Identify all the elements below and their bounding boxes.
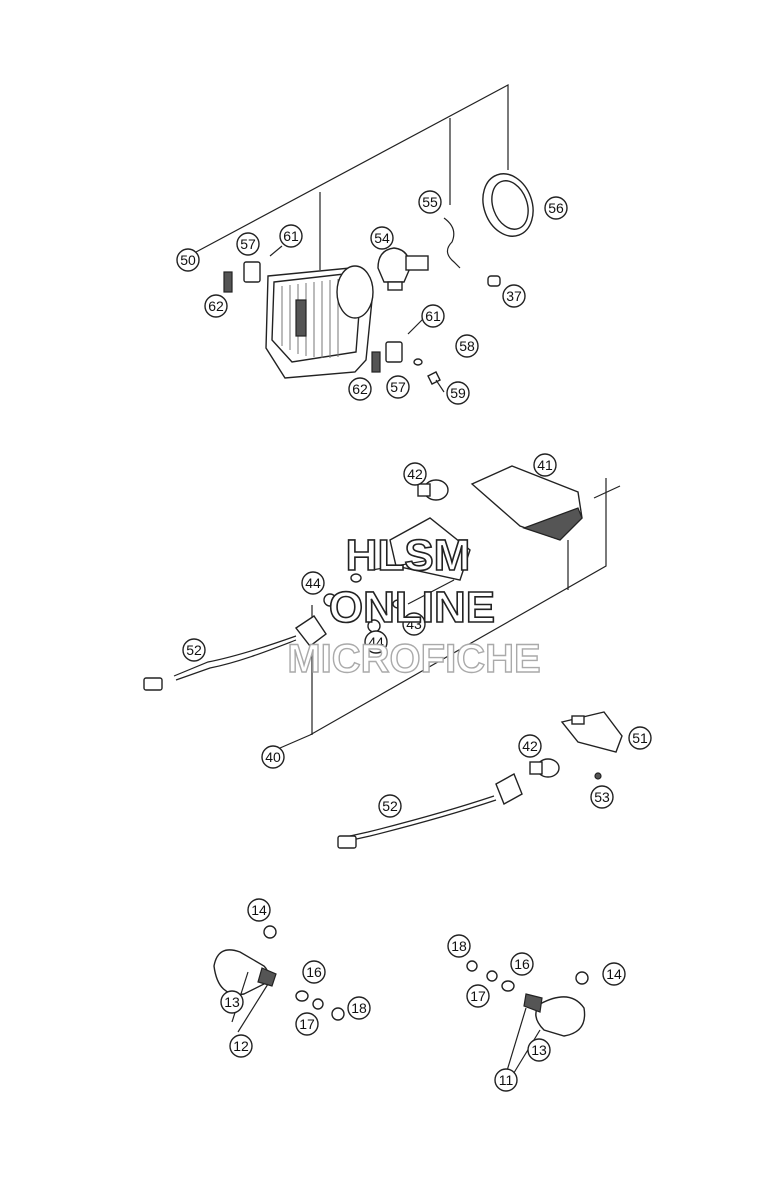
callout-18: 18 xyxy=(347,996,371,1020)
callout-14: 14 xyxy=(247,898,271,922)
callout-11: 11 xyxy=(494,1068,518,1092)
callout-label: 16 xyxy=(514,956,530,972)
callout-56: 56 xyxy=(544,196,568,220)
watermark-line-3: MICROFICHE xyxy=(287,637,540,681)
callout-17: 17 xyxy=(466,984,490,1008)
callout-59: 59 xyxy=(446,381,470,405)
callout-label: 62 xyxy=(352,381,368,397)
callout-label: 57 xyxy=(390,379,406,395)
callout-37: 37 xyxy=(502,284,526,308)
callout-label: 57 xyxy=(240,236,256,252)
callout-52: 52 xyxy=(378,794,402,818)
callout-51: 51 xyxy=(628,726,652,750)
callout-12: 12 xyxy=(229,1034,253,1058)
callout-label: 14 xyxy=(251,902,267,918)
callout-17: 17 xyxy=(295,1012,319,1036)
callout-57: 57 xyxy=(386,375,410,399)
callout-50: 50 xyxy=(176,248,200,272)
headlight-assembly xyxy=(195,83,534,393)
left-turn-signal xyxy=(213,925,345,1033)
callout-label: 58 xyxy=(459,338,475,354)
callout-label: 51 xyxy=(632,730,648,746)
callout-label: 16 xyxy=(306,964,322,980)
callout-label: 17 xyxy=(470,988,486,1004)
callout-41: 41 xyxy=(533,453,557,477)
callout-label: 44 xyxy=(305,575,321,591)
callout-57: 57 xyxy=(236,232,260,256)
callout-label: 53 xyxy=(594,789,610,805)
watermark-line-1: HLSM xyxy=(346,531,471,580)
callout-55: 55 xyxy=(418,190,442,214)
callout-label: 42 xyxy=(522,738,538,754)
callouts: 50 57 61 62 54 55 56 37 61 58 62 57 59 4… xyxy=(176,190,652,1092)
callout-label: 52 xyxy=(382,798,398,814)
callout-42: 42 xyxy=(518,734,542,758)
callout-label: 61 xyxy=(283,228,299,244)
callout-label: 55 xyxy=(422,194,438,210)
callout-62: 62 xyxy=(348,377,372,401)
callout-40: 40 xyxy=(261,745,285,769)
watermark: HLSM ONLINE MICROFICHE xyxy=(287,530,542,682)
right-turn-signal xyxy=(466,960,589,1077)
callout-label: 44 xyxy=(368,634,384,650)
callout-label: 56 xyxy=(548,200,564,216)
callout-53: 53 xyxy=(590,785,614,809)
callout-52: 52 xyxy=(182,638,206,662)
callout-label: 41 xyxy=(537,457,553,473)
callout-54: 54 xyxy=(370,226,394,250)
callout-label: 12 xyxy=(233,1038,249,1054)
callout-label: 42 xyxy=(407,466,423,482)
callout-label: 54 xyxy=(374,230,390,246)
license-light-assembly xyxy=(337,711,623,849)
callout-label: 50 xyxy=(180,252,196,268)
callout-label: 61 xyxy=(425,308,441,324)
callout-16: 16 xyxy=(510,952,534,976)
callout-label: 40 xyxy=(265,749,281,765)
callout-58: 58 xyxy=(455,334,479,358)
callout-label: 43 xyxy=(406,616,422,632)
callout-61: 61 xyxy=(421,304,445,328)
callout-44: 44 xyxy=(364,630,388,654)
callout-43: 43 xyxy=(402,612,426,636)
callout-16: 16 xyxy=(302,960,326,984)
callout-label: 37 xyxy=(506,288,522,304)
callout-label: 52 xyxy=(186,642,202,658)
callout-label: 62 xyxy=(208,298,224,314)
taillight-assembly xyxy=(143,465,621,749)
watermark-line-2: ONLINE xyxy=(329,583,495,632)
callout-13: 13 xyxy=(220,990,244,1014)
callout-42: 42 xyxy=(403,462,427,486)
callout-61: 61 xyxy=(279,224,303,248)
callout-label: 18 xyxy=(451,938,467,954)
callout-label: 59 xyxy=(450,385,466,401)
callout-label: 17 xyxy=(299,1016,315,1032)
callout-62: 62 xyxy=(204,294,228,318)
callout-44: 44 xyxy=(301,571,325,595)
callout-label: 13 xyxy=(224,994,240,1010)
callout-label: 14 xyxy=(606,966,622,982)
callout-14: 14 xyxy=(602,962,626,986)
callout-label: 11 xyxy=(499,1072,514,1088)
callout-18: 18 xyxy=(447,934,471,958)
callout-label: 13 xyxy=(531,1042,547,1058)
callout-label: 18 xyxy=(351,1000,367,1016)
callout-13: 13 xyxy=(527,1038,551,1062)
